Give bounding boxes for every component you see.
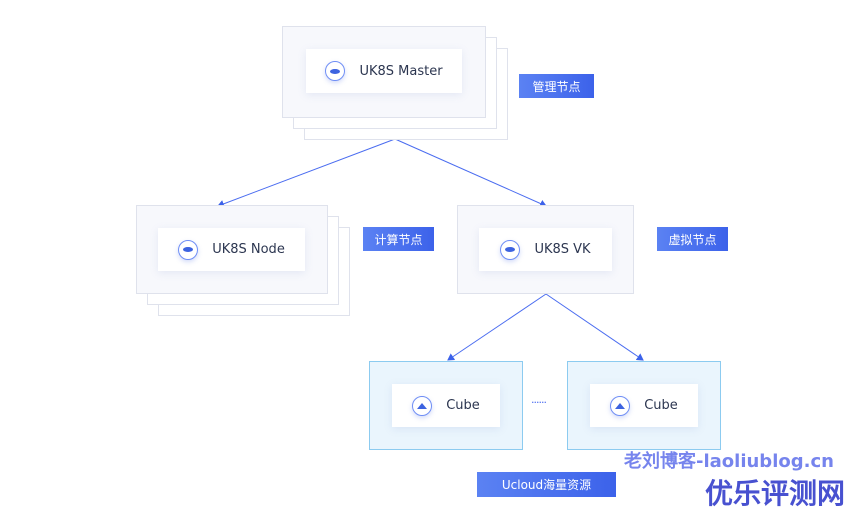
cube-card: Cube — [590, 384, 698, 427]
cube-label: Cube — [644, 398, 678, 413]
vk-label: UK8S VK — [534, 242, 591, 257]
node-tag: 计算节点 — [363, 227, 434, 251]
cube-icon — [610, 395, 631, 416]
arrow-master-to-node — [217, 138, 396, 208]
cube-card: Cube — [392, 384, 500, 427]
arrow-vk-to-cube1 — [447, 293, 547, 361]
disk-icon — [500, 239, 521, 260]
node-card: UK8S Node — [158, 228, 305, 271]
blog-watermark: 老刘博客-laoliublog.cn — [624, 451, 834, 472]
site-watermark: 优乐评测网 — [705, 477, 846, 510]
resource-tag: Ucloud海量资源 — [477, 472, 616, 497]
arrow-vk-to-cube2 — [545, 293, 644, 361]
cube-label: Cube — [446, 398, 480, 413]
vk-card: UK8S VK — [479, 228, 612, 271]
disk-icon — [325, 61, 346, 81]
ellipsis: ······ — [531, 396, 547, 409]
node-label: UK8S Node — [212, 242, 285, 257]
cube-icon — [412, 395, 433, 416]
master-label: UK8S Master — [359, 63, 443, 79]
disk-icon — [178, 239, 199, 260]
master-tag: 管理节点 — [519, 74, 594, 98]
vk-tag: 虚拟节点 — [657, 227, 728, 251]
arrow-master-to-vk — [394, 138, 547, 208]
master-card: UK8S Master — [306, 49, 462, 93]
